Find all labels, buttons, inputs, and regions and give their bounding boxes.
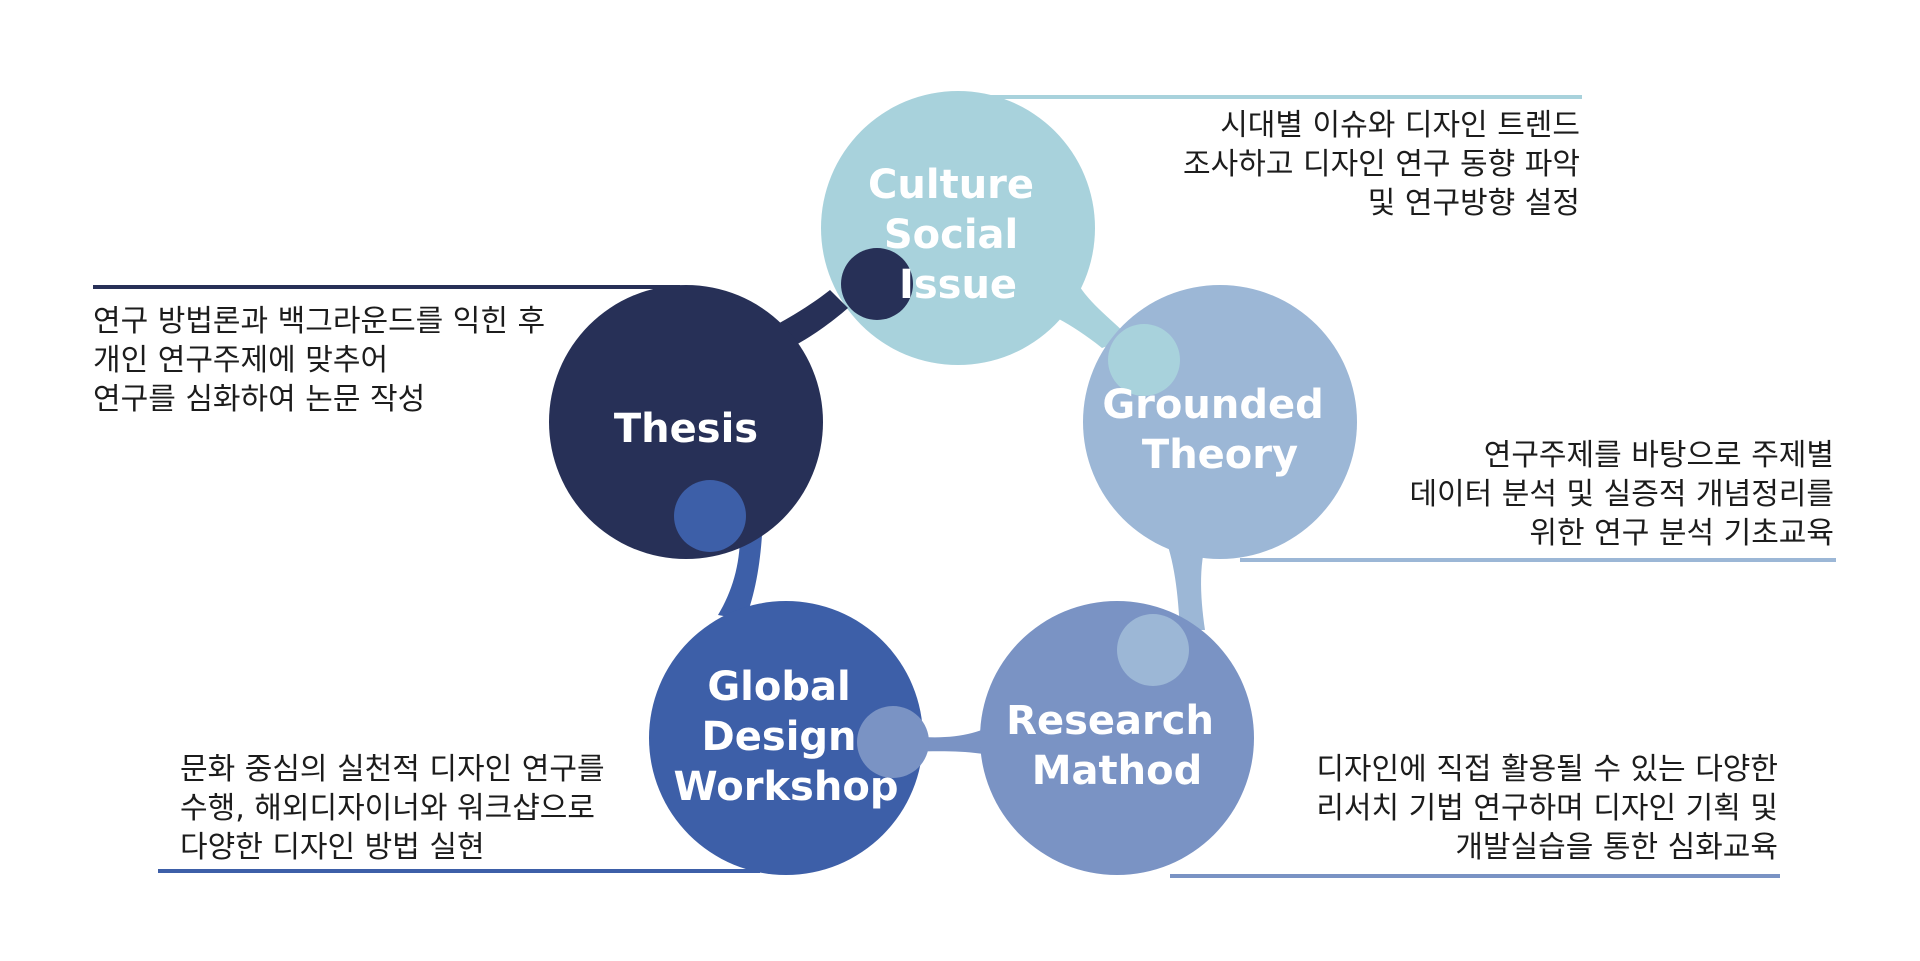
thesis-caption-line: 개인 연구주제에 맞추어 [93,343,389,378]
research-label: Research Mathod [1006,698,1228,794]
grounded-caption-line: 연구주제를 바탕으로 주제별 [1483,438,1834,473]
research-caption: 디자인에 직접 활용될 수 있는 다양한 리서치 기법 연구하며 디자인 기획 … [1316,750,1778,867]
thesis-caption-line: 연구를 심화하여 논문 작성 [93,382,426,417]
research-caption-line: 디자인에 직접 활용될 수 있는 다양한 [1316,752,1778,787]
research-accent-dot [1117,614,1189,686]
culture-label: Culture Social Issue [868,162,1048,308]
thesis-accent-dot [841,248,913,320]
global-accent-dot [857,706,929,778]
grounded-caption-line: 데이터 분석 및 실증적 개념정리를 [1409,477,1834,512]
global-dot-on-thesis [674,480,746,552]
culture-caption: 시대별 이슈와 디자인 트렌드 조사하고 디자인 연구 동향 파악 및 연구방향… [1183,106,1580,223]
grounded-caption: 연구주제를 바탕으로 주제별 데이터 분석 및 실증적 개념정리를 위한 연구 … [1409,436,1834,553]
grounded-caption-line: 위한 연구 분석 기초교육 [1529,516,1834,551]
culture-caption-line: 시대별 이슈와 디자인 트렌드 [1220,108,1580,143]
research-bubble [980,601,1254,875]
global-caption: 문화 중심의 실천적 디자인 연구를 수행, 해외디자이너와 워크샵으로 다양한… [180,750,605,867]
research-caption-line: 리서치 기법 연구하며 디자인 기획 및 [1316,791,1778,826]
grounded-accent-dot [1108,324,1180,396]
global-caption-line: 다양한 디자인 방법 실현 [180,830,485,865]
global-label: Global Design Workshop [674,664,899,810]
culture-caption-line: 및 연구방향 설정 [1367,186,1580,221]
global-caption-line: 문화 중심의 실천적 디자인 연구를 [180,752,605,787]
thesis-caption: 연구 방법론과 백그라운드를 익힌 후 개인 연구주제에 맞추어 연구를 심화하… [93,302,545,419]
global-bubble [649,601,923,875]
thesis-caption-line: 연구 방법론과 백그라운드를 익힌 후 [93,304,546,339]
culture-caption-line: 조사하고 디자인 연구 동향 파악 [1183,147,1580,182]
thesis-label: Thesis [614,406,758,452]
global-connector [718,535,762,620]
global-caption-line: 수행, 해외디자이너와 워크샵으로 [180,791,596,826]
grounded-label: Grounded Theory [1102,382,1337,478]
research-caption-line: 개발실습을 통한 심화교육 [1455,830,1778,865]
thesis-bubble [549,285,823,559]
